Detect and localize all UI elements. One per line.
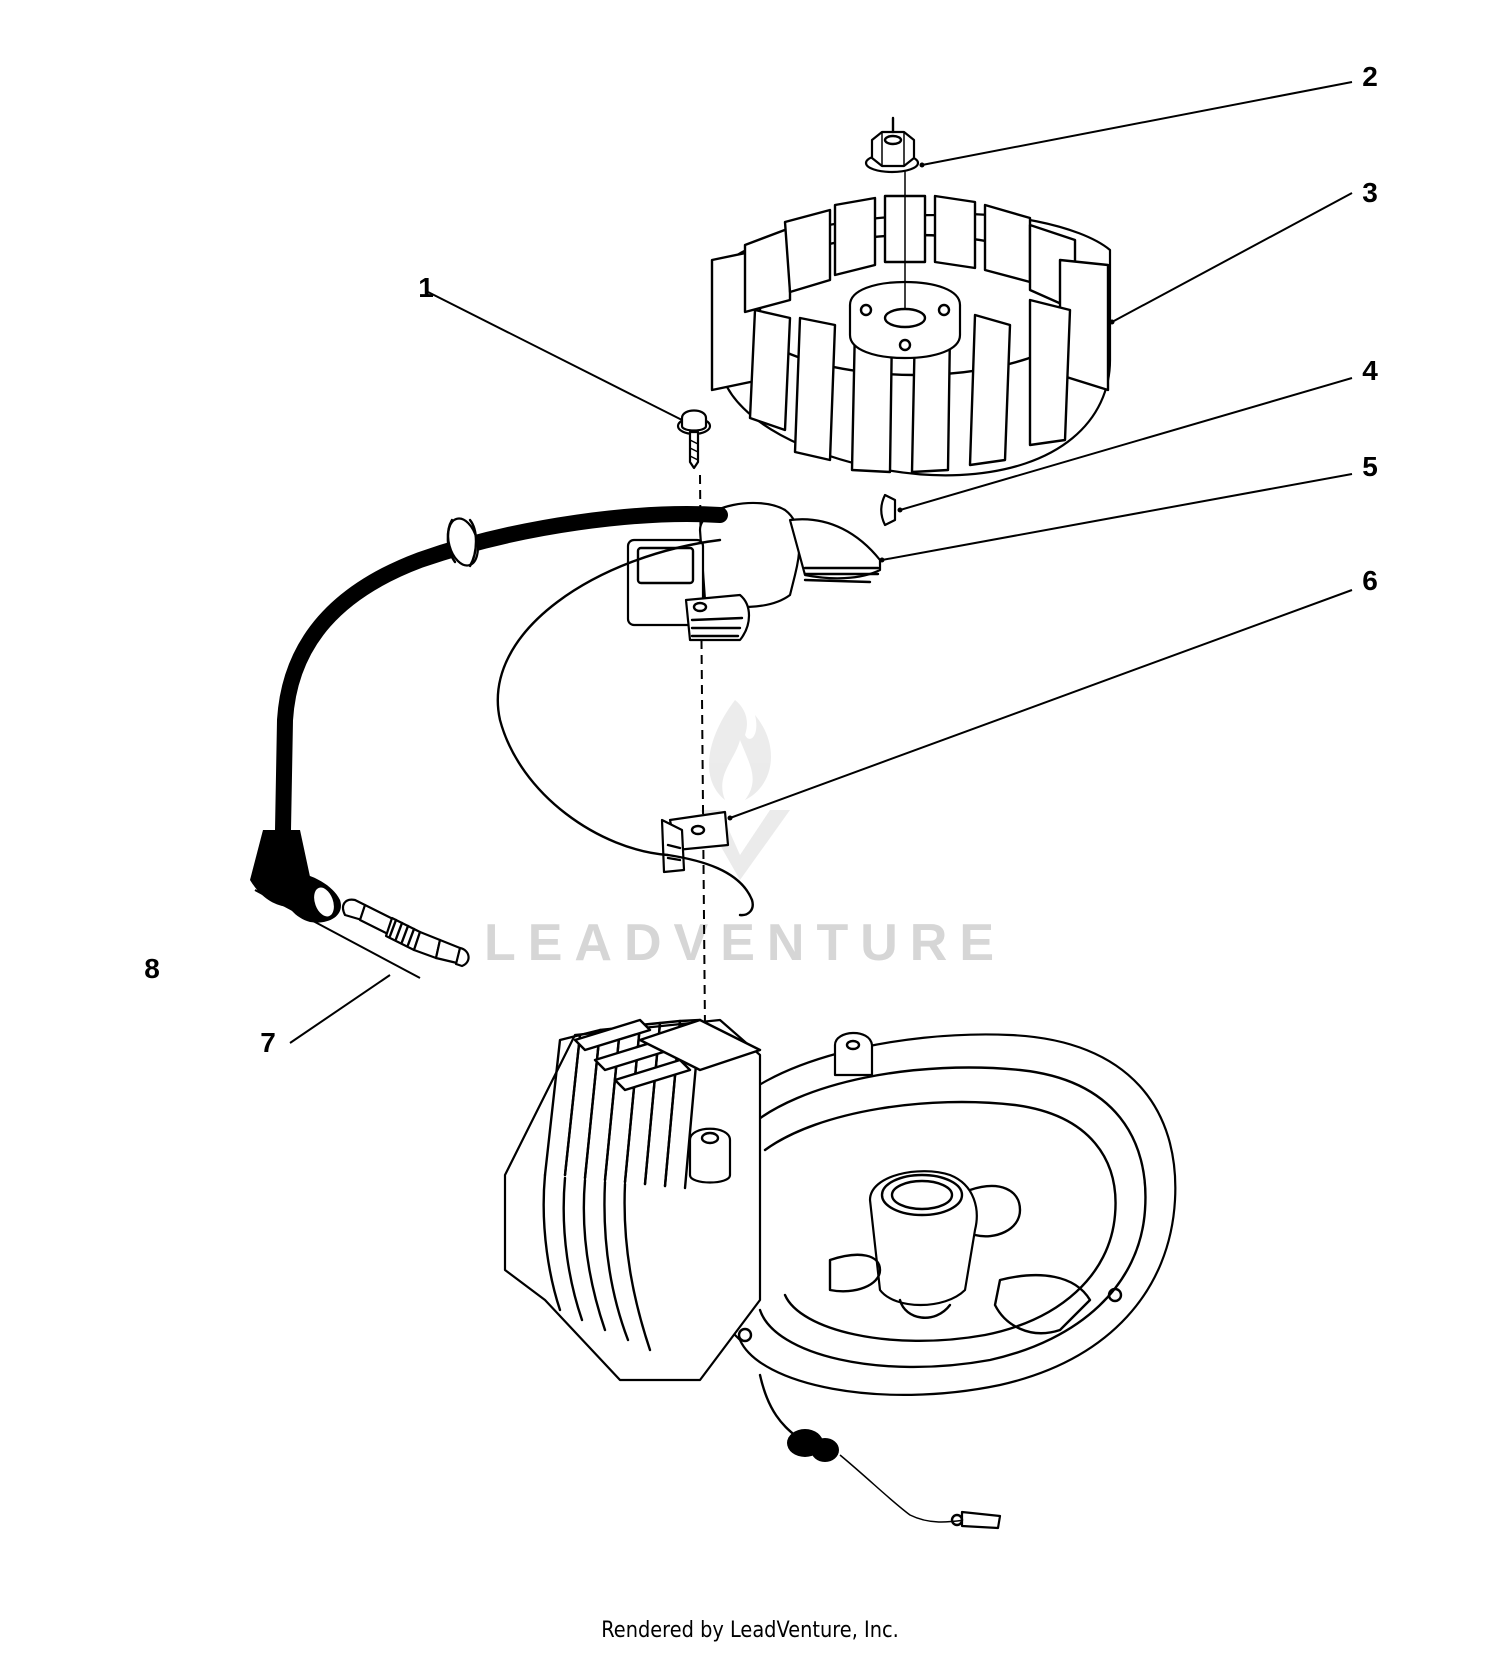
callout-5: 5 [1362, 451, 1378, 482]
part-flywheel [710, 170, 1112, 477]
callout-3: 3 [1362, 177, 1378, 208]
ground-wire [496, 538, 754, 917]
engine-ground-wire [758, 1373, 1002, 1530]
part-spark-plug [341, 898, 470, 968]
leader-lines [254, 81, 1353, 1044]
watermark-logo-icon [700, 700, 790, 880]
callout-1: 1 [418, 272, 434, 303]
callout-4: 4 [1362, 355, 1378, 386]
watermark: LEADVENTURE [484, 700, 1006, 972]
part-woodruff-key [880, 493, 897, 527]
callout-6: 6 [1362, 565, 1378, 596]
part-screw [676, 409, 712, 470]
engine-block [503, 1018, 1177, 1397]
watermark-text: LEADVENTURE [484, 914, 1006, 972]
callout-8: 8 [144, 953, 160, 984]
part-ignition-module [626, 501, 882, 642]
part-ground-clip [660, 810, 730, 874]
callout-7: 7 [260, 1027, 276, 1058]
callout-labels: 1 2 3 4 5 6 7 8 [144, 61, 1378, 1058]
part-spark-plug-lead [250, 506, 728, 923]
part-flange-nut [864, 116, 920, 174]
callout-2: 2 [1362, 61, 1378, 92]
footer-credit: Rendered by LeadVenture, Inc. [601, 1618, 899, 1643]
